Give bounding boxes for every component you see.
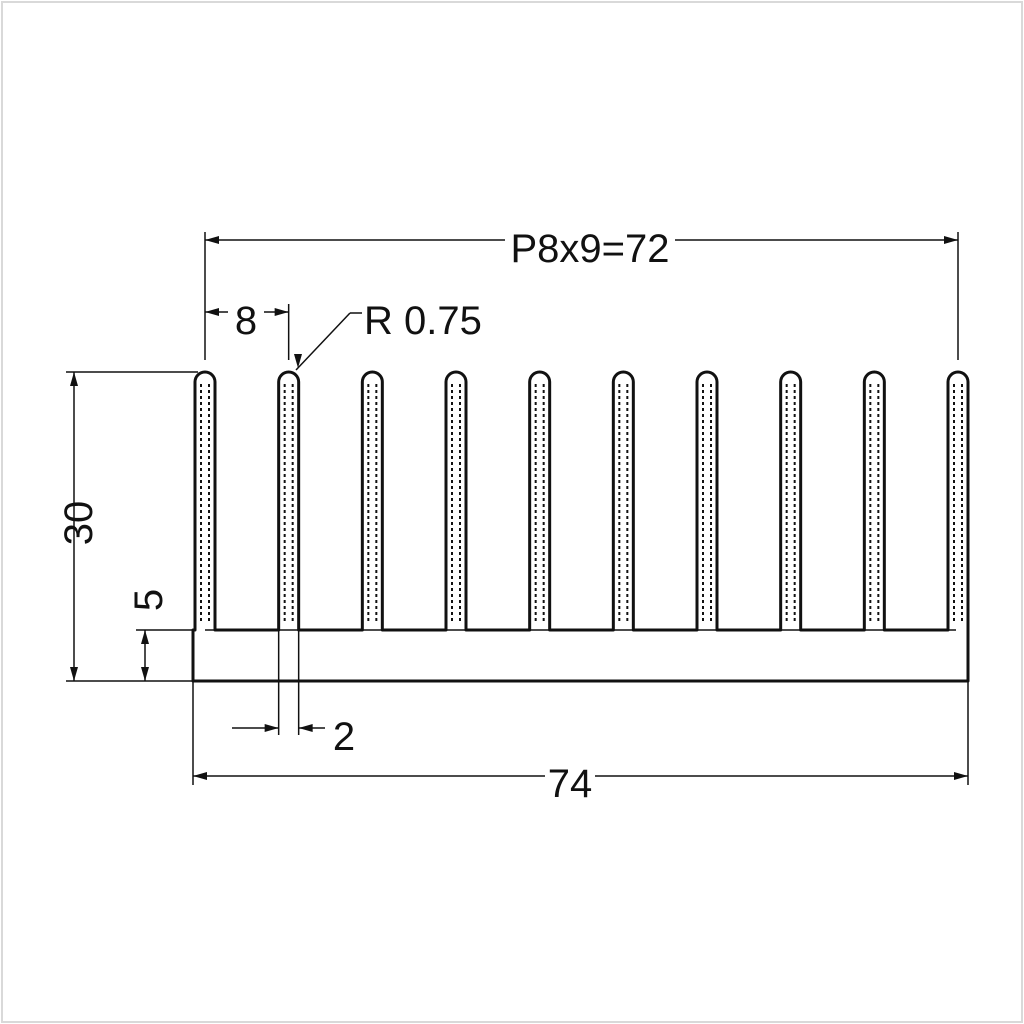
- dimension-lines: [66, 232, 969, 785]
- width-arrow-left: [193, 772, 207, 780]
- base-thickness-label: 5: [127, 589, 171, 611]
- width-arrow-right: [954, 772, 968, 780]
- height-label: 30: [57, 501, 101, 546]
- pitch-total-label: P8x9=72: [510, 227, 669, 271]
- pitch-total-arrow-left: [205, 236, 219, 244]
- fin-thk-arrow-right: [298, 724, 313, 732]
- pitch-label: 8: [235, 299, 257, 343]
- heatsink-outline: [191, 370, 970, 683]
- radius-arrow: [294, 354, 302, 368]
- pitch-arrow-right: [274, 308, 289, 316]
- height-arrow-top: [70, 372, 78, 386]
- base-arrow-top: [141, 630, 149, 644]
- radius-label: R 0.75: [364, 299, 482, 343]
- heatsink-profile: [191, 370, 970, 683]
- fin-thickness-label: 2: [333, 715, 355, 759]
- width-label: 74: [548, 762, 593, 806]
- base-arrow-bottom: [141, 667, 149, 681]
- pitch-total-arrow-right: [944, 236, 958, 244]
- pitch-arrow-left: [205, 308, 219, 316]
- height-arrow-bottom: [70, 667, 78, 681]
- radius-leader: [295, 312, 351, 371]
- fin-thk-arrow-left: [264, 724, 279, 732]
